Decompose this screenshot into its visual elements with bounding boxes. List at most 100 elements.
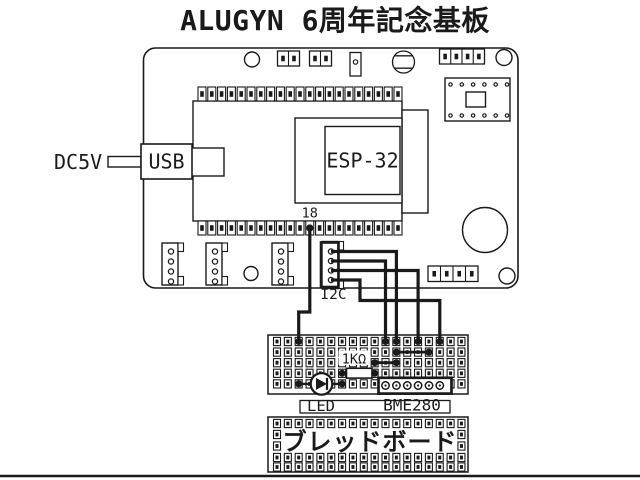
- breadboard-hole-center: [308, 455, 312, 460]
- header-pin-contact: [249, 225, 253, 231]
- esp32-label: ESP-32: [326, 149, 398, 173]
- breadboard-hole-center: [286, 371, 290, 376]
- header-pin-contact: [337, 225, 341, 231]
- resistor-body: [345, 367, 373, 379]
- breadboard-hole-center: [384, 421, 387, 426]
- esp32-chip: [324, 125, 401, 196]
- header-pin-contact: [259, 225, 263, 231]
- header-pin-contact: [396, 225, 400, 231]
- connector-pin: [277, 248, 285, 255]
- header-pin-contact: [347, 91, 351, 97]
- breadboard-hole-center: [329, 371, 333, 376]
- component-label-strip: LED BME280: [299, 396, 451, 415]
- dc5v-label: DC5V: [54, 150, 102, 174]
- breadboard-hole-center: [362, 465, 366, 469]
- header-pin-contact: [324, 55, 328, 62]
- breadboard-hole-center: [394, 455, 398, 460]
- header-pin-contact: [443, 53, 447, 60]
- header-pin-contact: [469, 270, 474, 277]
- usb-power-input: USB DC5V: [54, 143, 225, 180]
- breadboard-hole-center: [286, 350, 290, 354]
- breadboard-hole-center: [405, 371, 409, 376]
- breadboard-hole-center: [275, 444, 279, 448]
- breadboard-hole-center: [449, 339, 453, 344]
- header-pin-contact: [268, 91, 273, 97]
- breadboard-hole-center: [318, 455, 322, 460]
- junction-dot: [295, 338, 303, 345]
- breadboard-hole-center: [384, 465, 387, 469]
- breadboard-hole-center: [329, 350, 333, 354]
- breadboard-hole-center: [427, 465, 431, 469]
- breadboard-hole-center: [384, 371, 387, 376]
- breadboard: 1KΩ LED BME280 ブレッドボード: [267, 334, 469, 473]
- wires: [297, 228, 442, 365]
- breadboard-hole-center: [373, 465, 377, 469]
- i2c-wire-1: [331, 249, 398, 342]
- junction-dots: [295, 224, 444, 388]
- breadboard-hole-center: [308, 350, 312, 354]
- breadboard-hole-center: [308, 465, 312, 469]
- ic-pad: [470, 82, 476, 87]
- breadboard-hole-center: [373, 455, 377, 460]
- breadboard-hole-center: [427, 360, 431, 365]
- header-pin-contact: [308, 91, 312, 97]
- header-pin-contact: [219, 91, 224, 97]
- header-pin-contact: [278, 225, 283, 231]
- breadboard-hole-center: [405, 455, 409, 460]
- header-pin-contact: [298, 91, 302, 97]
- ic-pad: [482, 82, 487, 87]
- breadboard-hole-center: [416, 465, 420, 469]
- header-pin-contact: [317, 91, 322, 97]
- breadboard-hole-center: [286, 421, 290, 426]
- breadboard-hole-center: [394, 465, 398, 469]
- breadboard-hole-center: [329, 455, 333, 460]
- breadboard-hole-center: [318, 360, 322, 365]
- breadboard-hole-center: [351, 465, 355, 469]
- breadboard-hole-center: [449, 421, 453, 426]
- bme280-pin-center: [417, 384, 420, 387]
- breadboard-hole-center: [373, 339, 377, 344]
- header-pin-contact: [386, 91, 390, 97]
- reset-switch: [349, 51, 362, 77]
- breadboard-hole-center: [329, 339, 333, 344]
- header-pin-contact: [281, 55, 285, 62]
- junction-dot: [382, 338, 389, 345]
- ic-pad: [448, 113, 453, 118]
- header-pin-contact: [376, 225, 381, 231]
- header-pin-contact: [327, 225, 332, 231]
- header-pin-contact: [357, 91, 361, 97]
- breadboard-hole-center: [351, 382, 355, 386]
- antenna-section: [401, 109, 429, 214]
- resistor-label: 1KΩ: [342, 352, 366, 368]
- usb-socket-box: [140, 143, 193, 180]
- header-pin-contact: [278, 91, 283, 97]
- mounting-hole: [243, 51, 261, 68]
- header-pin-contact: [200, 225, 204, 231]
- connector-pin: [277, 278, 285, 285]
- header-pin-contact: [357, 225, 361, 231]
- connector-pin: [167, 248, 175, 255]
- junction-dot: [392, 338, 400, 345]
- breadboard-hole-center: [449, 455, 453, 460]
- breadboard-label: ブレッドボード: [283, 428, 458, 456]
- breadboard-hole-center: [275, 465, 279, 469]
- header-pin-contact: [337, 91, 341, 97]
- breadboard-hole-center: [459, 455, 463, 460]
- breadboard-hole-center: [329, 465, 333, 469]
- connector-tab: [221, 242, 229, 253]
- breadboard-hole-center: [308, 371, 312, 376]
- header-pin-contact: [259, 91, 263, 97]
- connector-tab: [177, 275, 185, 286]
- breadboard-hole-center: [275, 371, 279, 376]
- connector-tab: [221, 275, 229, 286]
- breadboard-hole-center: [405, 360, 409, 365]
- header-pin-contact: [386, 225, 390, 231]
- ic-pad: [448, 82, 453, 87]
- bme280-pin-center: [406, 384, 409, 387]
- bme280-pin-center: [384, 384, 387, 387]
- i2c-wire-4: [331, 278, 442, 342]
- breadboard-hole-center: [394, 371, 398, 376]
- breadboard-hole-center: [297, 421, 301, 426]
- breadboard-hole-center: [373, 421, 377, 426]
